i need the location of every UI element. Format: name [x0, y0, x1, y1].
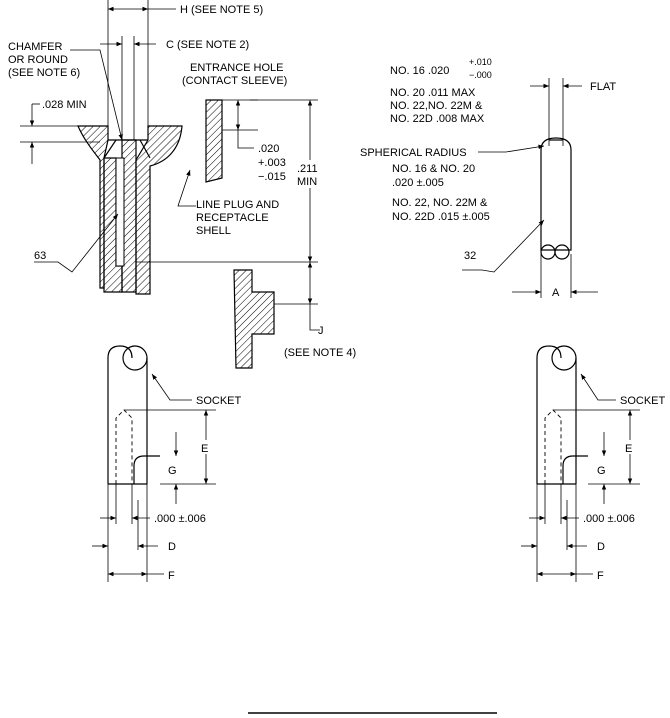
- sr-label-1: NO. 16 & NO. 20: [392, 163, 475, 175]
- no22-max-label-2: NO. 22D .008 MAX: [390, 113, 485, 125]
- zero-tol-right: .000 ±.006: [583, 513, 635, 525]
- d020-label: .020: [258, 143, 279, 155]
- tol-minus000: −.000: [469, 70, 492, 80]
- sr-label-2: .020 ±.005: [392, 177, 444, 189]
- d-label-left: D: [168, 541, 176, 553]
- finish-32-label: 32: [464, 250, 476, 262]
- spherical-radius-note: SPHERICAL RADIUS NO. 16 & NO. 20 .020 ±.…: [360, 144, 545, 223]
- chamfer-note: CHAMFER OR ROUND (SEE NOTE 6): [8, 41, 123, 141]
- g-label-right: G: [597, 465, 606, 477]
- socket-right-label: SOCKET: [620, 395, 666, 407]
- line-plug-shell-upper: [205, 99, 223, 183]
- sr-label-4: NO. 22D .015 ±.005: [392, 211, 490, 223]
- tol-plus010: +.010: [469, 57, 492, 67]
- entrance-label-1: ENTRANCE HOLE: [190, 62, 284, 74]
- j-label: J: [318, 325, 324, 337]
- line-plug-label-1: LINE PLUG AND: [196, 199, 279, 211]
- tol-plus003: +.003: [258, 157, 286, 169]
- a-dimension: A: [512, 254, 598, 299]
- socket-left: SOCKET E G .000 ±.006 D F: [92, 345, 242, 582]
- finish-32-leader: 32: [462, 219, 545, 273]
- line-plug-shell-lower: [233, 269, 275, 369]
- pin-notes: NO. 16 .020 +.010 −.000 NO. 20 .011 MAX …: [390, 57, 492, 125]
- tol-minus015: −.015: [258, 171, 286, 183]
- pin-body: [540, 137, 572, 260]
- min-label: MIN: [297, 176, 317, 188]
- flat-label: FLAT: [590, 81, 616, 93]
- f-label-left: F: [168, 570, 175, 582]
- d-label-right: D: [597, 541, 605, 553]
- spherical-label: SPHERICAL RADIUS: [360, 147, 467, 159]
- d020-dimension: .020 +.003 −.015: [222, 99, 286, 183]
- h-dimension: H (SEE NOTE 5): [107, 0, 263, 128]
- no16-label: NO. 16 .020: [390, 65, 449, 77]
- sr-label-3: NO. 22, NO. 22M &: [392, 197, 488, 209]
- f-label-right: F: [597, 570, 604, 582]
- c-note-label: C (SEE NOTE 2): [166, 39, 249, 51]
- e-label-right: E: [625, 443, 632, 455]
- h-note-label: H (SEE NOTE 5): [180, 4, 263, 16]
- min028-label: .028 MIN: [42, 99, 87, 111]
- d211-label: .211: [297, 163, 318, 175]
- d211-dimension: .211 MIN: [136, 99, 328, 263]
- j-note: (SEE NOTE 4): [284, 347, 356, 359]
- finish-63-label: 63: [34, 250, 46, 262]
- entrance-label-2: (CONTACT SLEEVE): [182, 75, 287, 87]
- min028-dimension: .028 MIN: [20, 99, 100, 164]
- flat-dimension: FLAT: [530, 78, 616, 146]
- no22-max-label-1: NO. 22,NO. 22M &: [390, 100, 483, 112]
- no20-max-label: NO. 20 .011 MAX: [390, 87, 476, 99]
- j-dimension: J (SEE NOTE 4): [274, 262, 356, 359]
- chamfer-label-2: OR ROUND: [8, 54, 68, 66]
- a-label: A: [552, 287, 560, 299]
- line-plug-label-3: SHELL: [196, 225, 231, 237]
- socket-right: SOCKET E G .000 ±.006 D F: [521, 345, 666, 582]
- e-label-left: E: [201, 443, 208, 455]
- zero-tol-left: .000 ±.006: [154, 513, 206, 525]
- g-label-left: G: [168, 465, 177, 477]
- c-dimension: C (SEE NOTE 2): [100, 36, 249, 140]
- line-plug-label-2: RECEPTACLE: [196, 212, 269, 224]
- chamfer-label-3: (SEE NOTE 6): [8, 67, 80, 79]
- chamfer-label-1: CHAMFER: [8, 41, 62, 53]
- socket-left-label: SOCKET: [196, 395, 242, 407]
- contact-sleeve: [77, 125, 183, 295]
- finish-63-leader: 63: [34, 213, 119, 273]
